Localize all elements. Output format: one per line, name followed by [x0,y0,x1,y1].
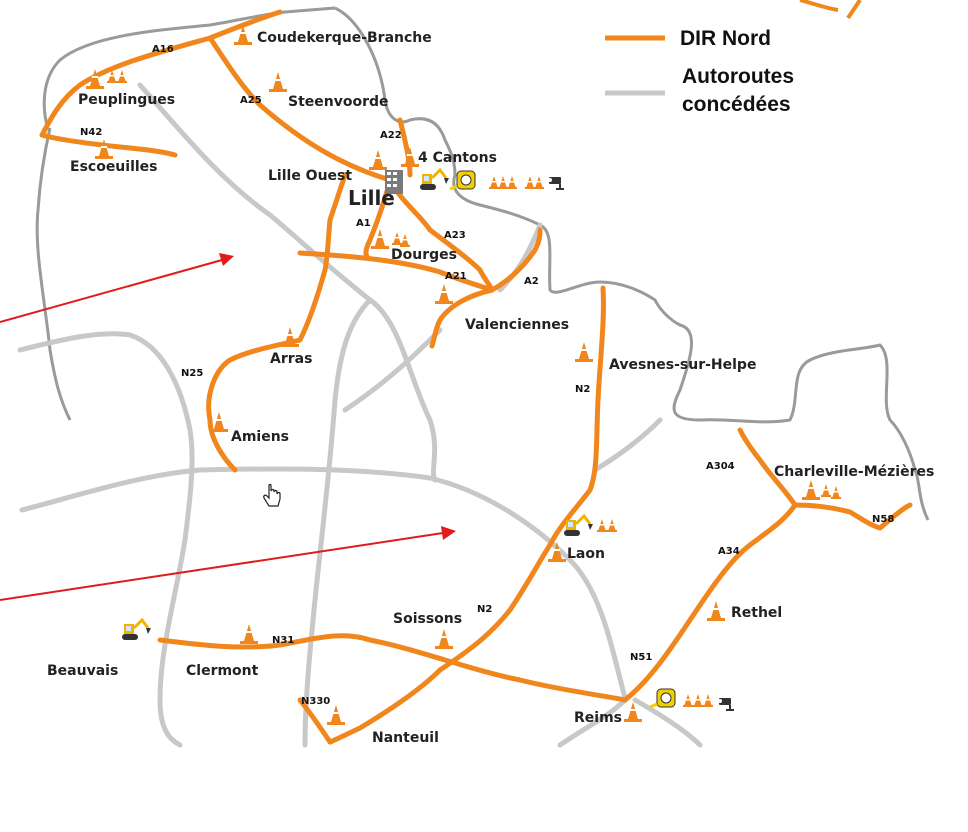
traffic-cone-icon [703,694,713,707]
city-label-lille: Lille [348,186,395,210]
city-label-beauvais: Beauvais [47,663,118,679]
road-label-a304: A304 [706,461,735,472]
excavator-icon [120,618,153,642]
city-label-avesnes: Avesnes-sur-Helpe [609,357,756,373]
road-label-n2-north: N2 [575,384,590,395]
traffic-cone-icon [831,486,841,499]
hand-cursor-icon [263,483,281,507]
traffic-cone-icon [597,519,607,532]
city-labels: Coudekerque-Branche Peuplingues Steenvoo… [47,30,934,746]
traffic-cone-icon [400,234,410,247]
legend-label-autoroutes: Autoroutes [682,65,794,88]
traffic-cone-icon [525,176,535,189]
arrow-head-icon [441,526,456,540]
city-label-charleville: Charleville-Mézières [774,464,934,480]
city-label-lille-ouest: Lille Ouest [268,168,352,184]
traffic-cone-icon [821,484,831,497]
traffic-cone-icon [269,72,287,92]
traffic-cone-icon [607,519,617,532]
traffic-cone-icon [534,176,544,189]
traffic-cone-icon [802,480,820,500]
traffic-cone-icon [327,705,345,725]
traffic-cone-icon [575,342,593,362]
dir-nord-roads [39,9,913,745]
city-label-dourges: Dourges [391,247,457,263]
traffic-cone-icon [707,601,725,621]
traffic-cone-icon [435,284,453,304]
traffic-cone-icon [392,232,402,245]
traffic-cone-icon [683,694,693,707]
control-center-icon [385,170,403,194]
border-lines [35,6,930,521]
traffic-cone-icon [489,176,499,189]
city-label-laon: Laon [567,546,605,562]
legend-label-concedees: concédées [682,93,791,116]
traffic-cone-icon [369,150,387,170]
city-label-nanteuil: Nanteuil [372,730,439,746]
traffic-cone-icon [507,176,517,189]
traffic-cone-icon [117,70,127,83]
traffic-cone-icon [240,624,258,644]
road-label-a2: A2 [524,276,539,287]
city-label-escoeuilles: Escoeuilles [70,159,158,175]
road-label-a21: A21 [445,271,467,282]
road-label-n2-south: N2 [477,604,492,615]
city-label-soissons: Soissons [393,611,462,627]
arrow-head-icon [219,253,234,266]
city-label-coudekerque: Coudekerque-Branche [257,30,432,46]
city-label-steenvoorde: Steenvoorde [288,94,389,110]
legend: DIR Nord Autoroutes concédées [605,0,862,116]
road-label-a23: A23 [444,230,466,241]
road-label-n330: N330 [301,696,330,707]
traffic-cone-icon [435,629,453,649]
excavator-icon [418,168,451,192]
road-label-n25: N25 [181,368,203,379]
road-labels: A16 A25 N42 A22 A1 A23 A21 A2 N25 N2 A30… [80,44,894,707]
city-label-rethel: Rethel [731,605,782,621]
road-label-a25: A25 [240,95,262,106]
traffic-camera-icon [548,177,564,190]
road-label-n31: N31 [272,635,294,646]
traffic-cone-icon [498,176,508,189]
decorative-swoosh-icon [799,0,862,20]
measuring-tape-icon [648,687,677,709]
legend-label-dir-nord: DIR Nord [680,27,771,50]
city-label-peuplingues: Peuplingues [78,92,175,108]
traffic-cone-icon [210,412,228,432]
road-label-a16: A16 [152,44,174,55]
city-label-reims: Reims [574,710,622,726]
city-label-valenciennes: Valenciennes [465,317,569,333]
road-label-n51: N51 [630,652,652,663]
road-label-a22: A22 [380,130,402,141]
traffic-cone-icon [693,694,703,707]
traffic-cone-icon [281,327,299,347]
annotation-arrows [0,253,456,601]
autoroutes-concedees [17,82,703,748]
city-label-4-cantons: 4 Cantons [418,150,497,166]
traffic-cone-icon [401,147,419,167]
road-label-n58: N58 [872,514,894,525]
road-label-a34: A34 [718,546,740,557]
road-label-a1: A1 [356,218,371,229]
city-label-clermont: Clermont [186,663,259,679]
road-label-n42: N42 [80,127,102,138]
traffic-camera-icon [718,698,734,711]
city-label-amiens: Amiens [231,429,289,445]
city-label-arras: Arras [270,351,312,367]
